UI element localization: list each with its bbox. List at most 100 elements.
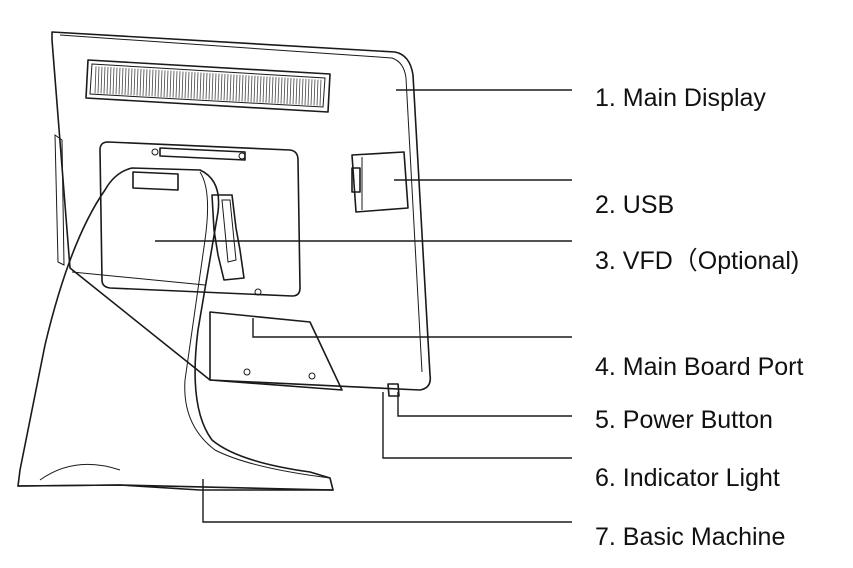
port-screw <box>243 368 251 376</box>
vent-slat <box>271 76 274 104</box>
vent-slat <box>199 72 202 100</box>
vent-slat <box>187 71 190 99</box>
vent-slat <box>157 70 160 97</box>
vent-slat <box>250 75 253 102</box>
vent-slat <box>127 68 130 96</box>
vent-slat <box>208 73 211 100</box>
vent-slat <box>178 71 181 98</box>
vent-slat <box>184 71 187 99</box>
vent-slat <box>238 74 241 102</box>
vent-slat <box>277 77 280 104</box>
leader-line-6 <box>382 392 572 459</box>
vent-slat <box>226 74 229 101</box>
vent-slat <box>121 67 124 95</box>
vent-slat <box>103 66 106 94</box>
vent-slat <box>220 73 223 101</box>
vent-slat <box>289 77 292 105</box>
vent-slat <box>265 76 268 103</box>
vent-slat <box>319 79 322 106</box>
vent-slat <box>169 70 172 98</box>
vfd-block <box>132 171 179 191</box>
vent-slat <box>244 75 247 102</box>
vent-slat <box>214 73 217 100</box>
vent-slat <box>166 70 169 98</box>
vent-slat <box>172 70 175 98</box>
label-main-display: 1. Main Display <box>595 84 766 112</box>
vent-slat <box>196 72 199 99</box>
mount-screw <box>254 288 262 296</box>
vent-slat <box>115 67 118 95</box>
stand-column <box>17 167 334 491</box>
vent-slat <box>301 78 304 105</box>
stand-inner-edge <box>184 171 331 479</box>
power-button <box>387 383 400 397</box>
vent-slat <box>229 74 232 101</box>
vent-slat <box>256 75 259 103</box>
vent-slat <box>145 69 148 97</box>
vent-slat <box>112 67 115 95</box>
vent-slat <box>292 78 295 105</box>
vent-slat <box>151 69 154 97</box>
usb-module <box>351 151 409 213</box>
vent-slat <box>253 75 256 103</box>
monitor-edge <box>59 34 423 373</box>
leader-line-5 <box>397 392 572 417</box>
label-main-board-port: 4. Main Board Port <box>595 353 804 381</box>
leader-line-7 <box>202 479 572 523</box>
vent-slat <box>130 68 133 96</box>
port-screw <box>308 372 316 380</box>
vent-slat <box>202 72 205 100</box>
stand-base <box>17 484 334 491</box>
vent-slat <box>193 72 196 99</box>
vent-slat <box>97 66 100 94</box>
vent-slat <box>205 72 208 100</box>
vent-slat <box>217 73 220 101</box>
vent-slat <box>274 77 277 104</box>
vent-slat <box>310 79 313 106</box>
vent-slat <box>118 67 121 95</box>
vent-slat <box>313 79 316 106</box>
vent-slat <box>241 75 244 102</box>
leader-line-4 <box>252 318 572 338</box>
vent-slat <box>232 74 235 101</box>
vent-slat <box>295 78 298 105</box>
main-board-port-box <box>209 311 343 391</box>
vesa-mount-plate <box>99 141 301 297</box>
vent-slat <box>160 70 163 97</box>
monitor-back-panel <box>51 31 432 391</box>
mount-bracket <box>159 147 246 161</box>
vent-slat <box>100 66 103 94</box>
vent-slat <box>94 66 97 94</box>
vent-slat <box>304 78 307 105</box>
label-vfd: 3. VFD（Optional) <box>595 247 800 275</box>
vent-slat <box>154 69 157 97</box>
label-usb: 2. USB <box>595 191 675 219</box>
vent-slat <box>142 69 145 96</box>
label-basic-machine: 7. Basic Machine <box>595 523 786 551</box>
label-indicator-light: 6. Indicator Light <box>595 464 780 492</box>
vent-slat <box>136 68 139 96</box>
hinge-block <box>211 194 245 281</box>
vent-slat <box>133 68 136 96</box>
vent-slat <box>109 67 112 95</box>
vent-slat <box>235 74 238 102</box>
vent-slat <box>124 68 127 95</box>
vent-slat <box>181 71 184 99</box>
vent-slat <box>283 77 286 104</box>
mount-screw <box>238 152 246 160</box>
vent-slat <box>268 76 271 103</box>
vent-slat <box>211 73 214 100</box>
vent-slat <box>175 71 178 98</box>
vent-slat <box>163 70 166 98</box>
label-power-button: 5. Power Button <box>595 406 773 434</box>
vent-slat <box>148 69 151 97</box>
vent-slat <box>280 77 283 104</box>
vent-slat <box>259 76 262 103</box>
vent-slat <box>316 79 319 106</box>
leader-lines <box>155 89 572 523</box>
vent-slat <box>307 79 310 106</box>
vent-slat <box>262 76 265 103</box>
vent-slat <box>139 68 142 96</box>
monitor-side-strip <box>54 134 65 266</box>
vent-grille <box>85 59 331 113</box>
